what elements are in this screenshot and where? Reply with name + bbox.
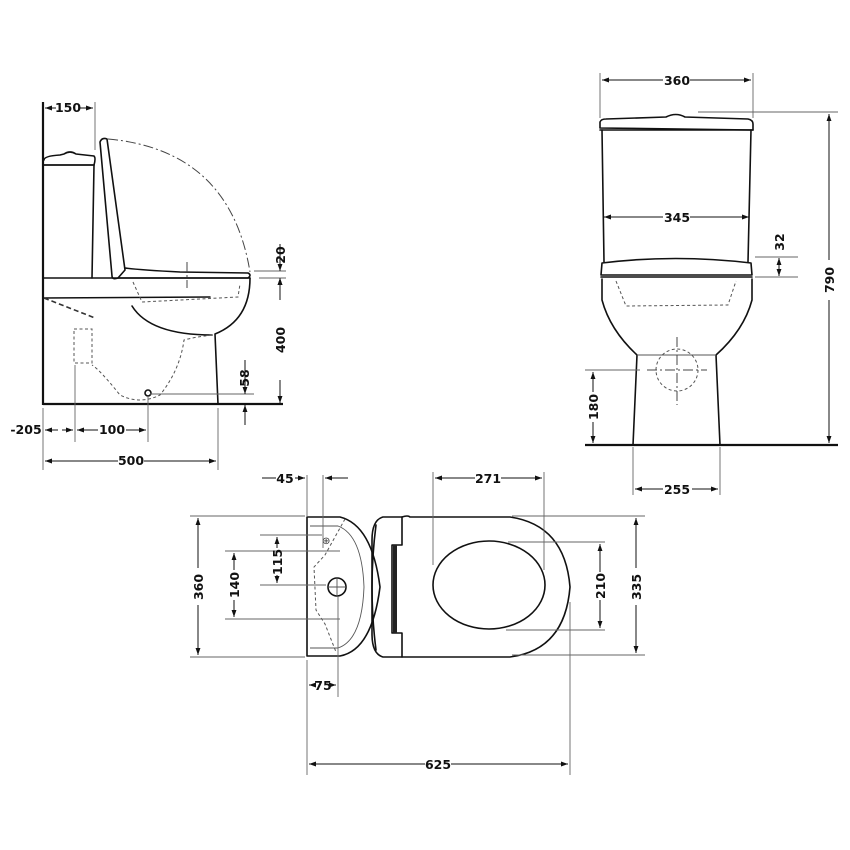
dim-tank-width-front: 360 <box>664 73 690 88</box>
dim-seat-thickness: 20 <box>273 246 288 264</box>
dim-lid-thickness: 32 <box>772 233 787 250</box>
tank-side <box>43 151 96 279</box>
dim-wall-offset: -205 <box>10 422 41 437</box>
dim-outlet-center-height: 180 <box>586 394 601 420</box>
dim-seat-opening-width: 210 <box>593 573 608 599</box>
dim-tank-width-top: 360 <box>191 574 206 600</box>
dim-inlet-spacing-a: 115 <box>270 549 285 575</box>
seat-front <box>600 257 753 276</box>
svg-text:⊕: ⊕ <box>322 536 330 547</box>
bowl-side <box>42 277 251 405</box>
dim-inlet-spacing-b: 140 <box>227 572 242 598</box>
tank-front <box>599 113 754 263</box>
front-view: 360 345 32 790 180 255 <box>585 73 838 497</box>
dim-overall-length: 625 <box>425 757 451 772</box>
dim-outlet-from-back: 75 <box>314 678 331 693</box>
dim-inlet-offset: 45 <box>276 471 293 486</box>
dim-seat-height: 400 <box>273 327 288 353</box>
dim-outlet-height: 58 <box>237 369 252 386</box>
raised-lid <box>99 137 251 280</box>
lid-swing-arc <box>107 138 251 273</box>
dim-overall-depth: 500 <box>118 453 144 468</box>
inner-rim-front <box>615 280 737 307</box>
hinge-block <box>371 516 403 658</box>
dim-seat-width: 335 <box>629 574 644 600</box>
dim-outlet-center: 100 <box>99 422 125 437</box>
dim-tank-depth: 150 <box>55 100 81 115</box>
bowl-right <box>715 278 753 446</box>
hinge-slot <box>393 545 397 633</box>
seat-outline <box>401 515 571 658</box>
dim-base-width: 255 <box>664 482 690 497</box>
dim-seat-opening-length: 271 <box>475 471 501 486</box>
dim-tank-inner-width: 345 <box>664 210 690 225</box>
top-view: ⊕ 45 360 140 115 <box>190 471 645 775</box>
dim-overall-height: 790 <box>822 267 837 293</box>
tank-top <box>306 516 381 657</box>
bowl-left <box>601 278 638 446</box>
side-view: 150 20 400 58 -205 100 500 <box>10 100 288 470</box>
seat-opening <box>432 540 546 630</box>
